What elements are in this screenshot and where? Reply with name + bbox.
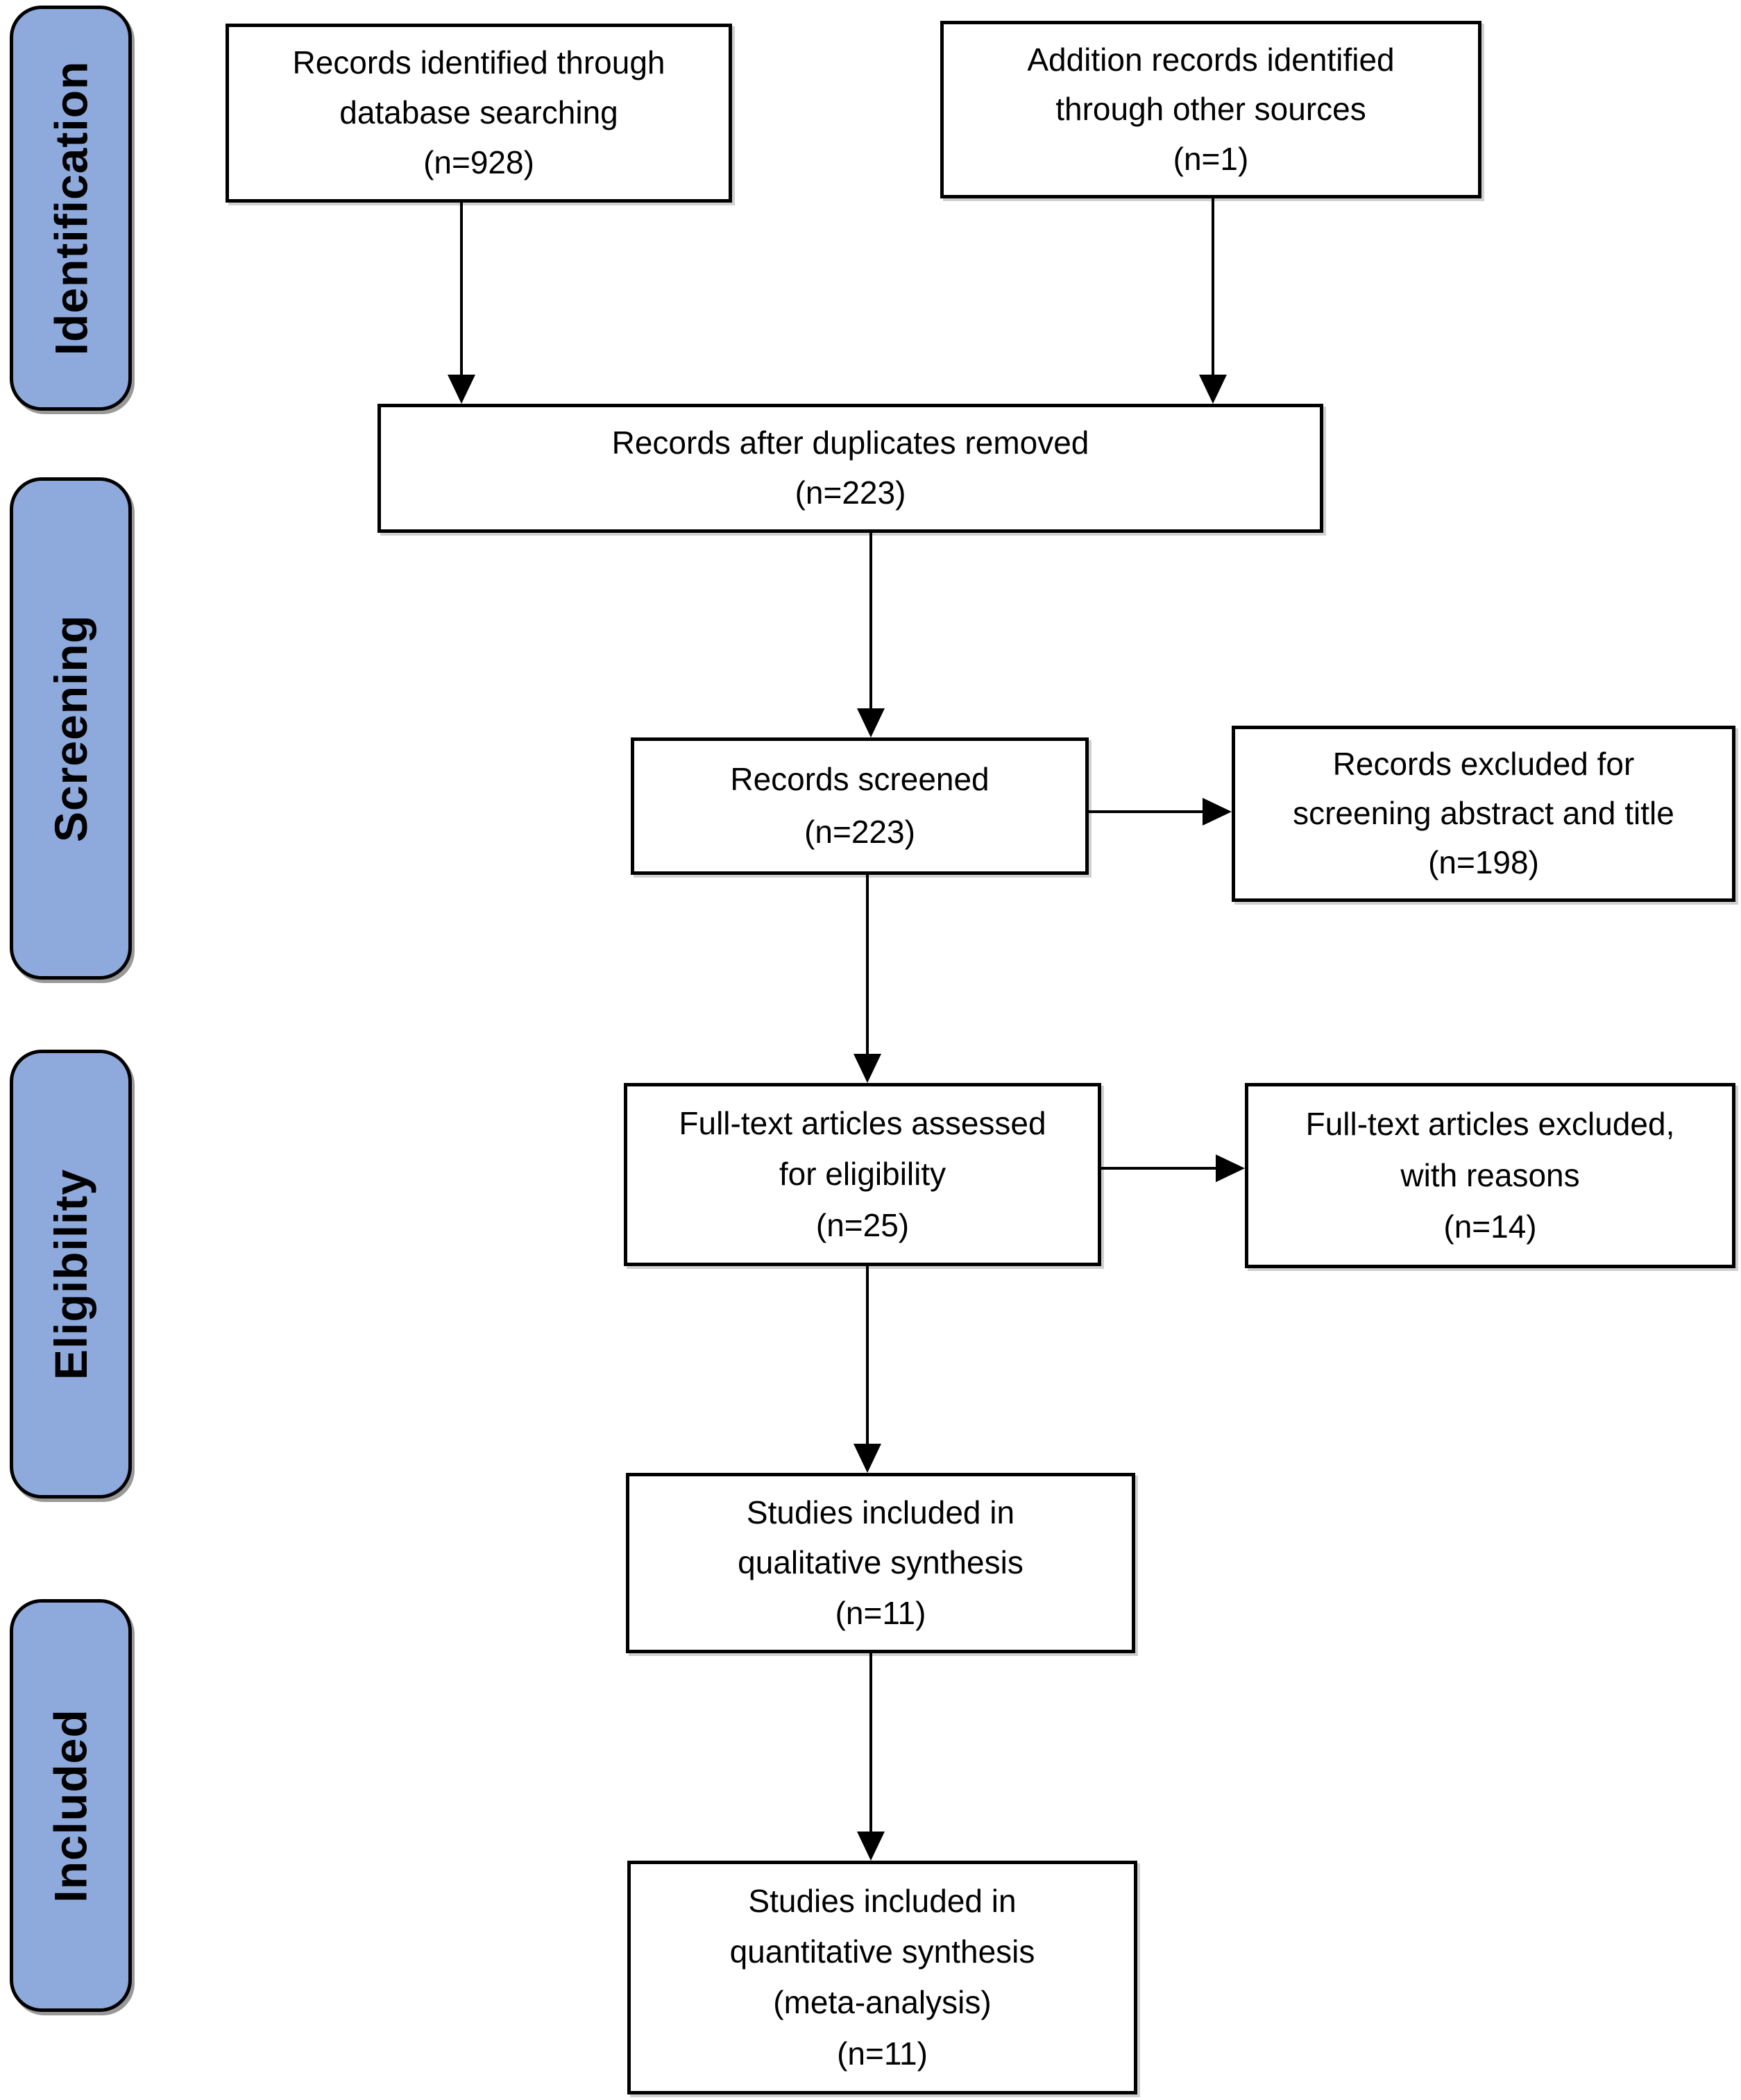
arrow-line-qualitative-to-quantitative <box>869 1653 872 1832</box>
stage-eligibility-label: Eligibility <box>45 1168 97 1380</box>
box-text-line: screening abstract and title <box>1293 795 1674 832</box>
box-text-line: Records after duplicates removed <box>611 425 1089 461</box>
box-text-line: (n=1) <box>1173 140 1249 177</box>
arrow-line-screened-to-excluded <box>1089 810 1203 813</box>
box-text-line: Full-text articles assessed <box>679 1104 1046 1141</box>
box-text-line: qualitative synthesis <box>738 1544 1024 1581</box>
box-text-line: quantitative synthesis <box>729 1933 1035 1970</box>
arrowhead-fulltext-to-qualitative <box>853 1444 881 1473</box>
stage-included: Included <box>10 1599 132 2012</box>
box-text-line: Records excluded for <box>1332 746 1635 783</box>
box-records-screened: Records screened (n=223) <box>631 737 1089 875</box>
arrowhead-additional-to-duplicates <box>1199 375 1227 404</box>
arrowhead-screened-to-fulltext <box>853 1054 881 1083</box>
box-text-line: Records screened <box>730 761 990 798</box>
arrow-line-fulltext-to-qualitative <box>866 1266 869 1444</box>
stage-identification-label: Identification <box>45 60 97 356</box>
arrowhead-duplicates-to-screened <box>857 708 885 737</box>
box-fulltext-assessed: Full-text articles assessed for eligibil… <box>624 1083 1101 1266</box>
box-text-line: with reasons <box>1400 1156 1580 1193</box>
arrow-line-screened-to-fulltext <box>866 875 869 1054</box>
box-duplicates-removed: Records after duplicates removed (n=223) <box>377 404 1323 533</box>
box-text-line: (n=11) <box>835 1594 926 1631</box>
box-qualitative-synthesis: Studies included in qualitative synthesi… <box>626 1473 1135 1653</box>
box-additional-records: Addition records identified through othe… <box>940 21 1481 198</box>
arrow-line-duplicates-to-screened <box>869 533 872 708</box>
box-text-line: Studies included in <box>748 1882 1017 1919</box>
stage-screening-label: Screening <box>45 614 97 843</box>
box-text-line: Studies included in <box>746 1494 1015 1530</box>
box-text-line: database searching <box>339 94 618 131</box>
box-text-line: (n=14) <box>1443 1208 1537 1245</box>
box-text-line: (n=25) <box>815 1206 910 1243</box>
arrowhead-qualitative-to-quantitative <box>857 1832 885 1861</box>
box-text-line: Addition records identified <box>1027 41 1395 78</box>
box-text-line: (n=223) <box>804 814 915 851</box>
box-quantitative-synthesis: Studies included in quantitative synthes… <box>627 1861 1137 2094</box>
stage-identification: Identification <box>10 6 132 411</box>
box-text-line: (n=928) <box>423 144 534 181</box>
stage-screening: Screening <box>10 477 132 980</box>
arrowhead-identified-to-duplicates <box>448 375 475 404</box>
box-text-line: (n=198) <box>1428 844 1539 881</box>
box-records-excluded: Records excluded for screening abstract … <box>1232 726 1735 902</box>
stage-eligibility: Eligibility <box>10 1050 132 1499</box>
box-text-line: (meta-analysis) <box>773 1984 992 2021</box>
box-fulltext-excluded: Full-text articles excluded, with reason… <box>1245 1083 1735 1268</box>
arrow-line-fulltext-to-excluded <box>1101 1167 1216 1170</box>
arrow-line-identified-to-duplicates <box>460 203 463 375</box>
arrowhead-fulltext-to-excluded <box>1216 1154 1245 1182</box>
box-text-line: Records identified through <box>292 44 665 81</box>
box-text-line: (n=223) <box>795 475 906 511</box>
arrowhead-screened-to-excluded <box>1203 798 1232 826</box>
box-text-line: for eligibility <box>779 1156 946 1193</box>
stage-included-label: Included <box>45 1708 97 1903</box>
box-text-line: (n=11) <box>837 2035 928 2072</box>
box-text-line: Full-text articles excluded, <box>1305 1105 1675 1142</box>
box-records-identified: Records identified through database sear… <box>226 24 732 203</box>
arrow-line-additional-to-duplicates <box>1212 198 1214 375</box>
box-text-line: through other sources <box>1055 91 1366 128</box>
